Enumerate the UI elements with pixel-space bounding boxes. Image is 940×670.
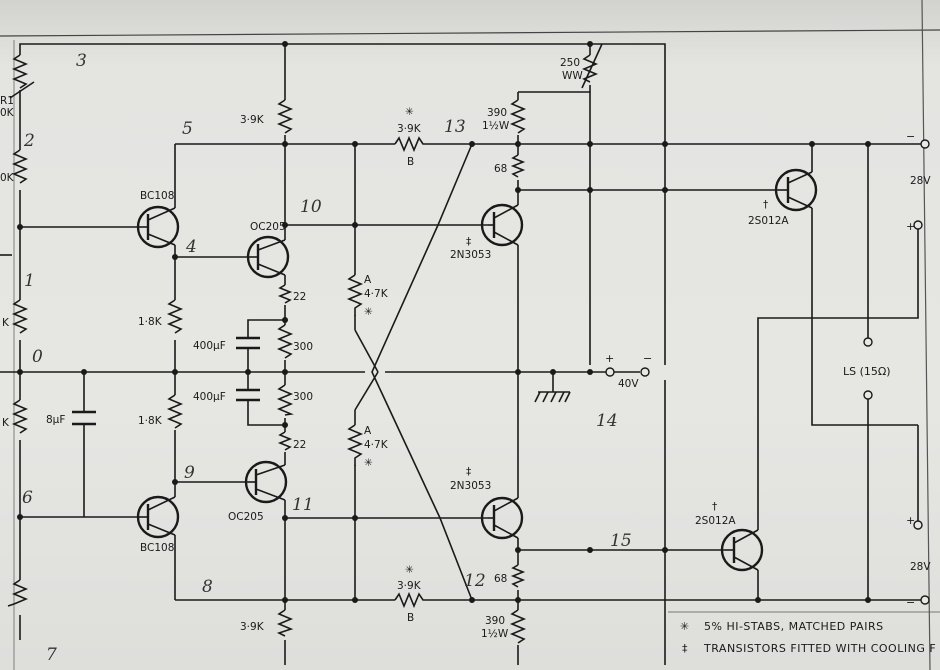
label-c-400-top: 400μF bbox=[193, 340, 226, 352]
label-r-b-top-tag: B bbox=[407, 156, 414, 168]
node-3: 3 bbox=[76, 51, 87, 71]
dagger-icon: † bbox=[763, 199, 768, 211]
label-r-a-top-tag: A bbox=[364, 274, 372, 286]
handwritten-node-numbers: 0 1 2 3 4 5 6 7 8 9 10 11 12 13 14 15 bbox=[22, 51, 632, 665]
label-c-8: 8μF bbox=[46, 414, 65, 426]
node-0: 0 bbox=[32, 347, 43, 367]
resistor-symbols bbox=[7, 43, 603, 644]
node-7: 7 bbox=[46, 645, 57, 665]
label-2n3053-bottom: 2N3053 bbox=[450, 480, 491, 492]
label-r-3-9k-b-top: 3·9K bbox=[397, 123, 422, 135]
label-r-4-7k-bottom: 4·7K bbox=[364, 439, 389, 451]
label-r-b-bottom-tag: B bbox=[407, 612, 414, 624]
terminals bbox=[605, 139, 930, 605]
dagger-icon: ‡ bbox=[682, 642, 688, 655]
label-minus-bottom: − bbox=[906, 596, 915, 609]
label-bc108-top: BC108 bbox=[140, 190, 174, 202]
star-icon: ✳ bbox=[364, 306, 373, 318]
label-bc108-bottom: BC108 bbox=[140, 542, 174, 554]
label-40v-minus: − bbox=[643, 352, 652, 365]
label-r-3-9k-bottom: 3·9K bbox=[240, 621, 265, 633]
label-minus-top: − bbox=[906, 130, 915, 143]
node-14: 14 bbox=[596, 411, 618, 431]
label-40v: 40V bbox=[618, 378, 639, 390]
label-r-22-top: 22 bbox=[293, 291, 306, 303]
transistor-2n3053-bottom-symbol bbox=[480, 496, 524, 540]
capacitor-symbols bbox=[72, 336, 260, 426]
node-15: 15 bbox=[610, 531, 632, 551]
label-r-22-bottom: 22 bbox=[293, 439, 306, 451]
label-2s012a-top: 2S012A bbox=[748, 215, 789, 227]
star-icon: ✳ bbox=[405, 106, 414, 118]
node-11: 11 bbox=[292, 495, 314, 515]
transistor-bc108-top-symbol bbox=[136, 205, 180, 249]
dagger-icon: ‡ bbox=[466, 466, 471, 478]
transistor-oc205-top-symbol bbox=[246, 235, 290, 279]
junction-dots bbox=[17, 41, 871, 603]
legend-line-2: TRANSISTORS FITTED WITH COOLING F bbox=[703, 642, 936, 655]
dagger-icon: † bbox=[712, 501, 717, 513]
node-4: 4 bbox=[185, 237, 197, 257]
label-r-1-8k-bottom: 1·8K bbox=[138, 415, 163, 427]
transistor-2s012a-top-symbol bbox=[774, 168, 818, 212]
label-r-300-top: 300 bbox=[293, 341, 313, 353]
label-r-3-9k-top: 3·9K bbox=[240, 114, 265, 126]
node-6: 6 bbox=[22, 488, 33, 508]
label-r-left-low: K bbox=[2, 417, 10, 429]
node-2: 2 bbox=[23, 131, 35, 151]
star-icon: ✳ bbox=[364, 457, 373, 469]
component-labels: R1 0K 0K K K 3·9K 3·9K 1·8K 1·8K 22 22 3… bbox=[0, 57, 931, 640]
transistor-2n3053-top-symbol bbox=[480, 203, 524, 247]
transistor-oc205-bottom-symbol bbox=[244, 460, 288, 504]
legend-line-1: 5% HI-STABS, MATCHED PAIRS bbox=[704, 620, 884, 633]
node-12: 12 bbox=[464, 571, 486, 591]
legend-notes: ✳ 5% HI-STABS, MATCHED PAIRS ‡ TRANSISTO… bbox=[668, 611, 940, 655]
label-c-400-bottom: 400μF bbox=[193, 391, 226, 403]
label-r-390-bottom-watt: 1½W bbox=[481, 628, 509, 640]
star-icon: ✳ bbox=[405, 564, 414, 576]
label-plus-bottom: + bbox=[906, 514, 915, 527]
label-r-left-mid: K bbox=[2, 317, 10, 329]
label-r1: R1 bbox=[0, 95, 14, 107]
label-2n3053-top: 2N3053 bbox=[450, 249, 491, 261]
star-icon: ✳ bbox=[680, 620, 690, 633]
label-28v-bottom: 28V bbox=[910, 561, 931, 573]
node-5: 5 bbox=[182, 119, 193, 139]
label-r-1-8k-top: 1·8K bbox=[138, 316, 163, 328]
label-40v-plus: + bbox=[605, 352, 614, 365]
label-r-left-top: 0K bbox=[0, 172, 15, 184]
transistor-bc108-bottom-symbol bbox=[136, 495, 180, 539]
label-r-250: 250 bbox=[560, 57, 580, 69]
node-9: 9 bbox=[184, 463, 195, 483]
label-r-a-bottom-tag: A bbox=[364, 425, 372, 437]
label-r-300-bottom: 300 bbox=[293, 391, 313, 403]
label-r-68-top: 68 bbox=[494, 163, 507, 175]
label-oc205-bottom: OC205 bbox=[228, 511, 264, 523]
transistor-2s012a-bottom-symbol bbox=[720, 528, 764, 572]
label-oc205-top: OC205 bbox=[250, 221, 286, 233]
label-2s012a-bottom: 2S012A bbox=[695, 515, 736, 527]
dagger-icon: ‡ bbox=[466, 236, 471, 248]
label-r-3-9k-b-bottom: 3·9K bbox=[397, 580, 422, 592]
label-r-4-7k-top: 4·7K bbox=[364, 288, 389, 300]
label-speaker: LS (15Ω) bbox=[843, 365, 891, 378]
label-plus-top: + bbox=[906, 220, 915, 233]
node-1: 1 bbox=[24, 271, 35, 291]
wiring bbox=[0, 43, 925, 665]
label-r-250-ww: WW bbox=[562, 70, 583, 82]
label-28v-top: 28V bbox=[910, 175, 931, 187]
label-r-390-top: 390 bbox=[487, 107, 507, 119]
label-r-68-bottom: 68 bbox=[494, 573, 507, 585]
label-r-390-top-watt: 1½W bbox=[482, 120, 510, 132]
label-r1-value: 0K bbox=[0, 107, 15, 119]
node-8: 8 bbox=[202, 577, 213, 597]
node-13: 13 bbox=[444, 117, 466, 137]
label-r-390-bottom: 390 bbox=[485, 615, 505, 627]
node-10: 10 bbox=[300, 197, 322, 217]
